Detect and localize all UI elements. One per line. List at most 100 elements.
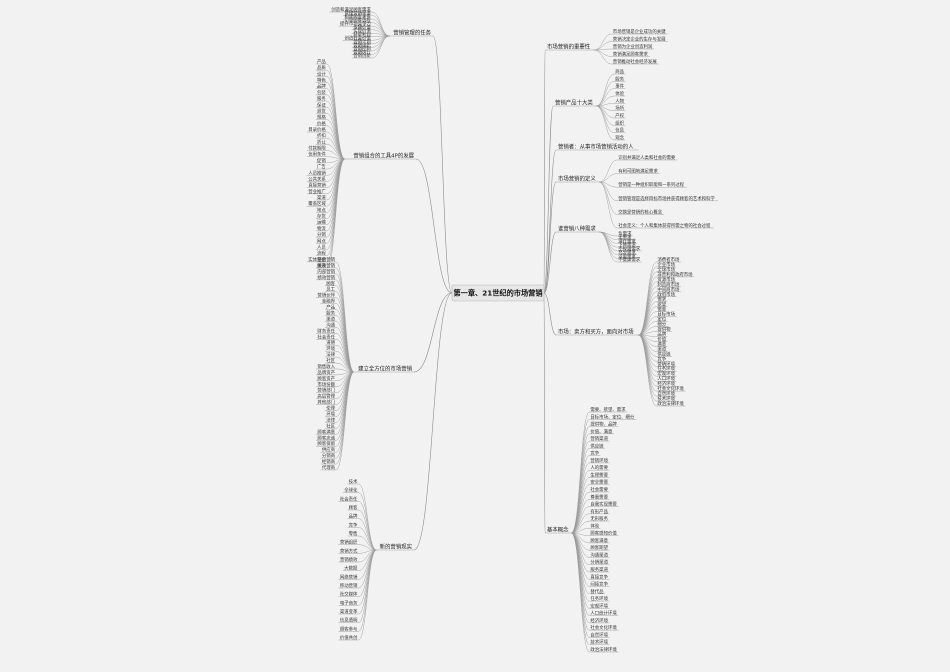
leaf-node[interactable]: 不健康需求 xyxy=(617,256,642,263)
leaf-node[interactable]: 消费者市场 xyxy=(656,256,681,263)
leaf-node[interactable]: 需要 xyxy=(656,307,668,313)
leaf-node[interactable]: 社会责任 xyxy=(316,333,336,340)
leaf-node[interactable]: 充分需求 xyxy=(617,249,638,256)
leaf-node[interactable]: 渠道 xyxy=(325,315,336,322)
leaf-node[interactable]: 地点 xyxy=(315,206,327,213)
leaf-node[interactable]: 顾客保留 xyxy=(316,440,336,447)
leaf-node[interactable]: 公共关系 xyxy=(306,175,327,182)
leaf-node[interactable]: 政治法律环境 xyxy=(656,400,686,407)
leaf-node[interactable]: 自然环境 xyxy=(656,390,677,397)
leaf-node[interactable]: 过量需求 xyxy=(617,252,638,259)
leaf-node[interactable]: 有利可图地满足需求 xyxy=(617,168,660,175)
leaf-node[interactable]: 顾客满意 xyxy=(316,428,336,435)
leaf-node[interactable]: 经济环境 xyxy=(589,617,610,624)
leaf-node[interactable]: 自我实现需要 xyxy=(589,501,619,508)
leaf-node[interactable]: 资源市场 xyxy=(656,276,677,283)
leaf-node[interactable]: 自然环境 xyxy=(589,631,610,638)
leaf-node[interactable]: 竞争 xyxy=(347,521,359,528)
leaf-node[interactable]: 绩效营销 xyxy=(316,274,336,281)
leaf-node[interactable]: 营销组织 xyxy=(351,41,372,48)
leaf-node[interactable]: 引导顾客选择 xyxy=(342,17,372,24)
leaf-node[interactable]: 潜在需求 xyxy=(617,237,638,244)
leaf-node[interactable]: 无需求 xyxy=(617,234,633,241)
leaf-node[interactable]: 顾客感知价值 xyxy=(589,530,619,537)
leaf-node[interactable]: 社会文化环境 xyxy=(589,624,619,631)
leaf-node[interactable]: 金融界 xyxy=(320,298,337,305)
leaf-node[interactable]: 顾客满意 xyxy=(589,537,610,544)
leaf-node[interactable]: 设计 xyxy=(315,70,327,77)
branch-node[interactable]: 谁营销八种需求 xyxy=(556,225,600,233)
leaf-node[interactable]: 商品 xyxy=(614,68,626,75)
leaf-node[interactable]: 管理营销渠道 xyxy=(342,10,372,17)
leaf-node[interactable]: 覆盖区域 xyxy=(306,200,327,207)
leaf-node[interactable]: 促销 xyxy=(315,157,327,164)
leaf-node[interactable]: 价值、满意 xyxy=(589,428,614,435)
leaf-node[interactable]: 营销创新 xyxy=(351,52,372,59)
leaf-node[interactable]: 场所 xyxy=(614,105,626,112)
leaf-node[interactable]: 政治法律环境 xyxy=(589,646,619,653)
leaf-node[interactable]: 品牌资产 xyxy=(316,369,336,376)
leaf-node[interactable]: 沟通 xyxy=(325,321,336,328)
leaf-node[interactable]: 顾客 xyxy=(325,280,336,287)
leaf-node[interactable]: 间接竞争 xyxy=(589,581,610,588)
leaf-node[interactable]: 运输 xyxy=(315,219,327,226)
leaf-node[interactable]: 法律 xyxy=(325,351,336,358)
leaf-node[interactable]: 分销商 xyxy=(320,452,337,459)
leaf-node[interactable]: 价格 xyxy=(315,120,327,127)
leaf-node[interactable]: 技术环境 xyxy=(589,639,610,646)
leaf-node[interactable]: 供应商 xyxy=(320,446,337,453)
leaf-node[interactable]: 人口环境 xyxy=(656,375,677,382)
leaf-node[interactable]: 体验 xyxy=(614,90,626,97)
branch-node[interactable]: 市场营销的重要性 xyxy=(545,43,594,51)
leaf-node[interactable]: 社会定义：个人和集体获得所需之物的社会过程 xyxy=(617,222,714,229)
leaf-node[interactable]: 创造和满足顾客需求 xyxy=(329,6,372,13)
leaf-node[interactable]: 折让 xyxy=(315,138,327,145)
leaf-node[interactable]: 营销环境 xyxy=(656,360,677,367)
leaf-node[interactable]: 分销渠道 xyxy=(589,559,610,566)
leaf-node[interactable]: 人员 xyxy=(315,244,327,250)
leaf-node[interactable]: 事件 xyxy=(614,83,626,90)
leaf-node[interactable]: 传播价值 xyxy=(351,24,372,31)
branch-node[interactable]: 营销组合的工具4P的发展 xyxy=(344,152,416,160)
leaf-node[interactable]: 渠道变革 xyxy=(338,608,359,615)
leaf-node[interactable]: 伦理 xyxy=(325,405,336,412)
leaf-node[interactable]: 产品 xyxy=(315,58,327,65)
leaf-node[interactable]: 营销方式 xyxy=(338,547,359,554)
leaf-node[interactable]: 渠道 xyxy=(315,194,327,201)
leaf-node[interactable]: 细分 xyxy=(656,321,668,328)
leaf-node[interactable]: 直接竞争 xyxy=(589,573,610,580)
leaf-node[interactable]: 社会需要 xyxy=(589,486,610,493)
leaf-node[interactable]: 品牌 xyxy=(656,330,668,337)
leaf-node[interactable]: 人口统计环境 xyxy=(589,610,619,617)
leaf-node[interactable]: 市场份额 xyxy=(316,381,336,388)
leaf-node[interactable]: 实现价值 xyxy=(351,27,372,34)
leaf-node[interactable]: 目标市场、定位、细分 xyxy=(589,413,637,420)
leaf-node[interactable]: 渠道 xyxy=(656,345,668,352)
leaf-node[interactable]: 移动营销 xyxy=(338,582,359,589)
leaf-node[interactable]: 销售收入 xyxy=(316,363,336,370)
leaf-node[interactable]: 替代品 xyxy=(589,588,605,595)
leaf-node[interactable]: 识别并满足人类和社会的需要 xyxy=(617,154,678,161)
leaf-node[interactable]: 规格 xyxy=(315,114,327,121)
leaf-node[interactable]: 品牌 xyxy=(347,513,359,520)
leaf-node[interactable]: 全球市场 xyxy=(656,266,677,273)
leaf-node[interactable]: 顾客资产 xyxy=(316,375,336,382)
leaf-node[interactable]: 品牌 xyxy=(315,83,327,90)
leaf-node[interactable]: 竞争 xyxy=(589,450,601,457)
leaf-node[interactable]: 零售 xyxy=(347,530,359,537)
leaf-node[interactable]: 无形服务 xyxy=(589,515,610,522)
leaf-node[interactable]: 品质 xyxy=(315,64,327,71)
leaf-node[interactable]: 员工 xyxy=(325,287,336,293)
leaf-node[interactable]: 法律 xyxy=(325,416,336,423)
leaf-node[interactable]: 人员推销 xyxy=(306,169,327,176)
leaf-node[interactable]: 包装 xyxy=(315,89,327,96)
leaf-node[interactable]: 内部营销 xyxy=(316,268,336,275)
leaf-node[interactable]: 营销执行 xyxy=(351,48,372,55)
leaf-node[interactable]: 技术环境 xyxy=(656,395,677,402)
branch-node[interactable]: 营销产品十大类 xyxy=(553,99,597,107)
leaf-node[interactable]: 观念 xyxy=(614,134,626,141)
leaf-node[interactable]: 道德 xyxy=(325,339,336,346)
leaf-node[interactable]: 需要、欲望、需求 xyxy=(589,406,628,413)
leaf-node[interactable]: 提供物 xyxy=(656,326,672,333)
leaf-node[interactable]: 营销计划 xyxy=(351,38,372,45)
